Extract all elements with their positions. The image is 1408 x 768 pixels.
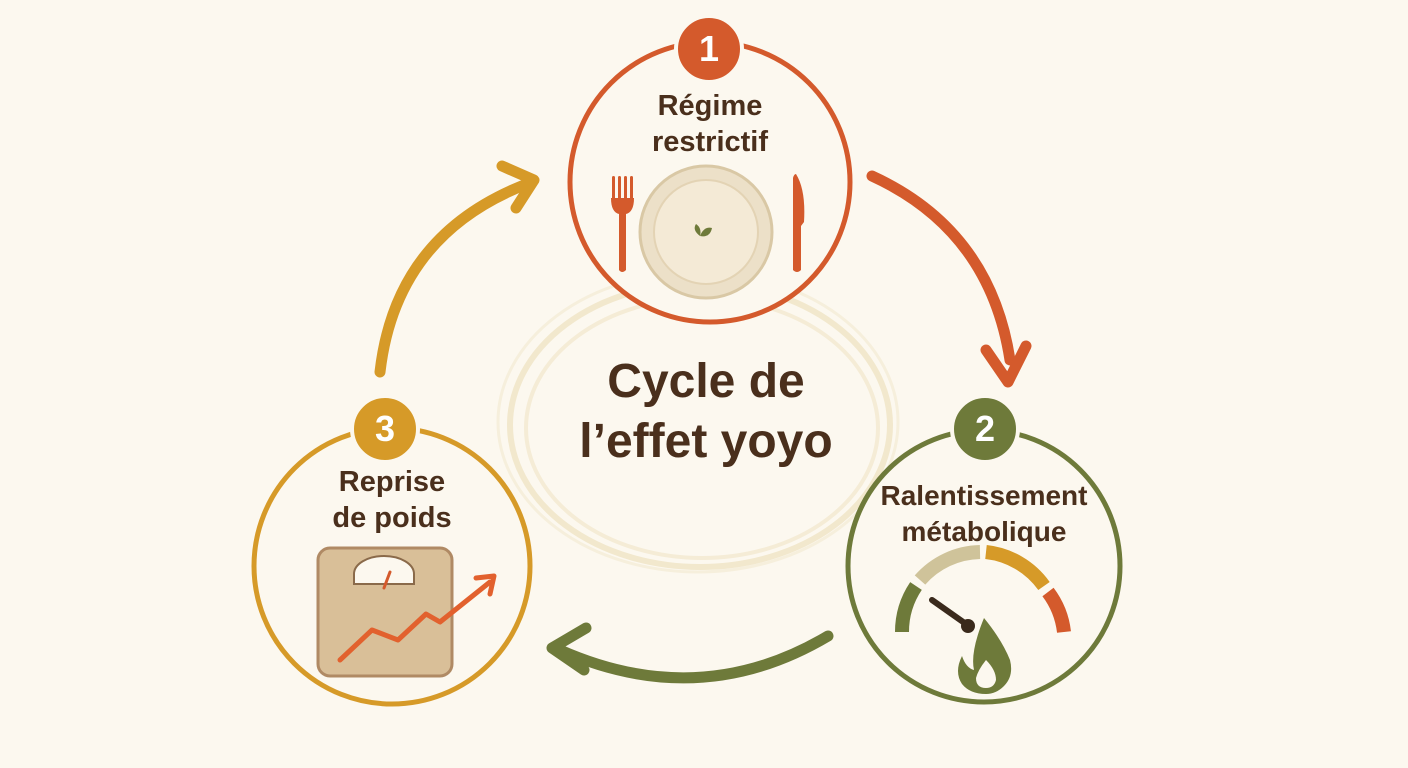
rising-trend-arrow-icon (337, 573, 497, 663)
step-3-label-line1: Reprise (338, 466, 446, 498)
diagram-title-line2: l’effet yoyo (579, 415, 833, 468)
step-1-label: Régime restrictif (590, 88, 830, 160)
arrow-2-to-3 (546, 622, 834, 684)
flame-icon (958, 618, 1012, 694)
step-1-number-badge: 1 (674, 14, 744, 84)
metabolism-gauge-icon (894, 545, 1071, 634)
arrow-3-to-1 (374, 160, 540, 378)
step-2-number-badge: 2 (950, 394, 1020, 464)
arrow-1-to-2 (866, 170, 1032, 388)
step-3-number-badge: 3 (350, 394, 420, 464)
diagram-title: Cycle de l’effet yoyo (548, 352, 864, 472)
step-3-label: Reprise de poids (282, 464, 502, 536)
step-1-label-line2: restrictif (651, 126, 769, 158)
step-3-label-line2: de poids (332, 502, 452, 534)
step-2-label: Ralentissement métabolique (866, 478, 1102, 550)
step-2-label-line2: métabolique (901, 516, 1067, 547)
step-1-label-line1: Régime (657, 90, 763, 122)
weighing-scale-icon (316, 546, 454, 678)
step-2-label-line1: Ralentissement (880, 480, 1088, 511)
diagram-title-line1: Cycle de (607, 355, 805, 408)
plate-with-cutlery-icon (611, 164, 805, 300)
